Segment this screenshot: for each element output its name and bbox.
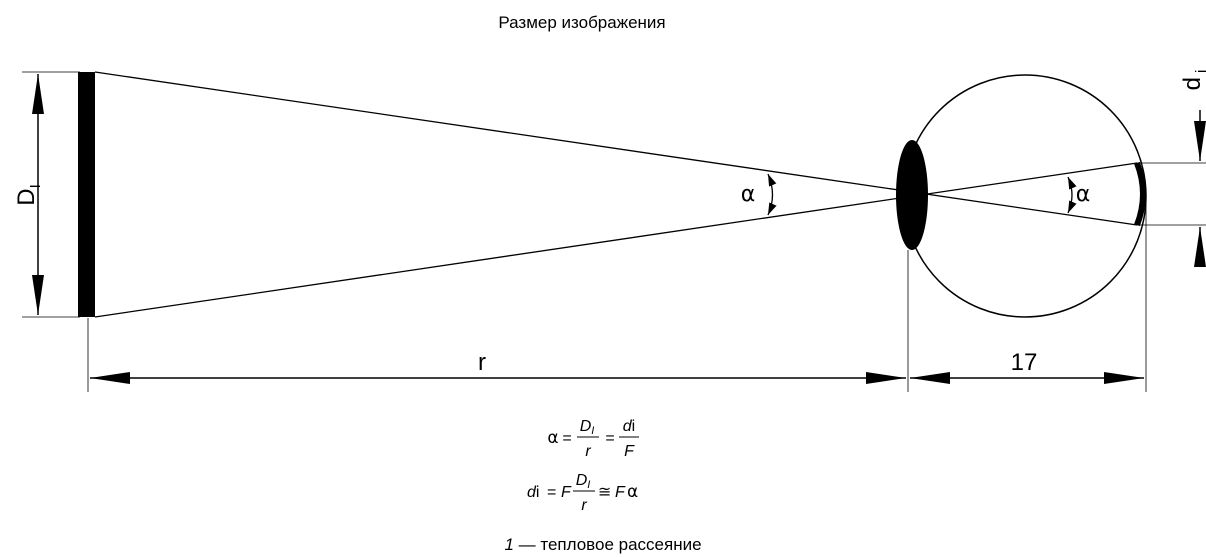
svg-text:r: r — [581, 497, 587, 514]
svg-text:DI: DI — [580, 418, 595, 437]
angle-arc-inside — [1067, 176, 1077, 214]
legend-number: 1 — [504, 535, 514, 554]
svg-text:r: r — [585, 443, 591, 460]
ray-top — [94, 71, 1138, 226]
formula-2: di = F DI r ≅ F α — [527, 472, 638, 514]
angle-label-outside: α — [741, 182, 756, 207]
svg-text:F: F — [615, 484, 626, 501]
svg-text:di: di — [623, 418, 635, 435]
object-size-label: DI — [13, 184, 44, 206]
svg-text:≅: ≅ — [598, 482, 611, 501]
retina-image — [1134, 161, 1146, 227]
ray-bottom — [94, 162, 1138, 318]
formula-1: α = DI r = di F — [547, 418, 639, 460]
svg-text:DI: DI — [576, 472, 591, 491]
svg-text:F: F — [624, 443, 635, 460]
svg-text:=: = — [605, 430, 614, 447]
eye-lens — [896, 140, 928, 250]
svg-text:α: α — [547, 428, 558, 448]
angle-arc-outside — [767, 173, 777, 216]
svg-text:=: = — [562, 430, 571, 447]
image-size-label: di — [1179, 70, 1206, 91]
legend-text: — тепловое рассеяние — [513, 535, 702, 554]
distance-label: r — [478, 349, 486, 376]
eye-length-label: 17 — [1011, 349, 1038, 376]
svg-text:=: = — [547, 484, 556, 501]
diagram-title: Размер изображения — [498, 13, 665, 32]
object-bar — [78, 72, 95, 317]
angle-label-inside: α — [1076, 182, 1091, 207]
svg-text:F: F — [561, 484, 572, 501]
legend-caption: 1 — тепловое рассеяние — [0, 535, 1206, 555]
svg-text:di: di — [527, 484, 539, 501]
svg-text:α: α — [627, 482, 638, 502]
